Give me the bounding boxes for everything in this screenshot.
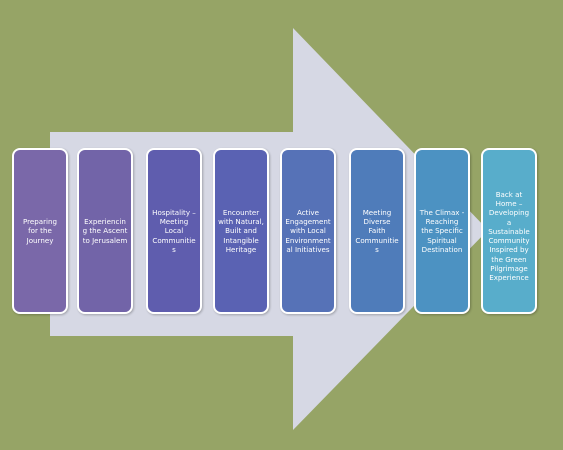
step-4: Encounter with Natural, Built and Intang… [213, 148, 269, 314]
step-1-label: Preparing for the Journey [22, 217, 57, 245]
step-4-label: Encounter with Natural, Built and Intang… [218, 207, 264, 254]
step-5: Active Engagement with Local Environment… [280, 148, 336, 314]
step-6: Meeting Diverse Faith Communities [349, 148, 405, 314]
step-1: Preparing for the Journey [12, 148, 68, 314]
step-5-label: Active Engagement with Local Environment… [285, 207, 331, 254]
step-8-label: Back at Home – Developing a Sustainable … [488, 190, 530, 282]
step-6-label: Meeting Diverse Faith Communities [355, 207, 399, 254]
arrow-shape [50, 28, 488, 430]
step-7-label: The Climax - Reaching the Specific Spiri… [419, 207, 465, 254]
step-3-label: Hospitality – Meeting Local Communities [152, 207, 196, 254]
step-8: Back at Home – Developing a Sustainable … [481, 148, 537, 314]
step-7: The Climax - Reaching the Specific Spiri… [414, 148, 470, 314]
step-2-label: Experiencing the Ascent to Jerusalem [82, 217, 128, 245]
step-2: Experiencing the Ascent to Jerusalem [77, 148, 133, 314]
step-3: Hospitality – Meeting Local Communities [146, 148, 202, 314]
